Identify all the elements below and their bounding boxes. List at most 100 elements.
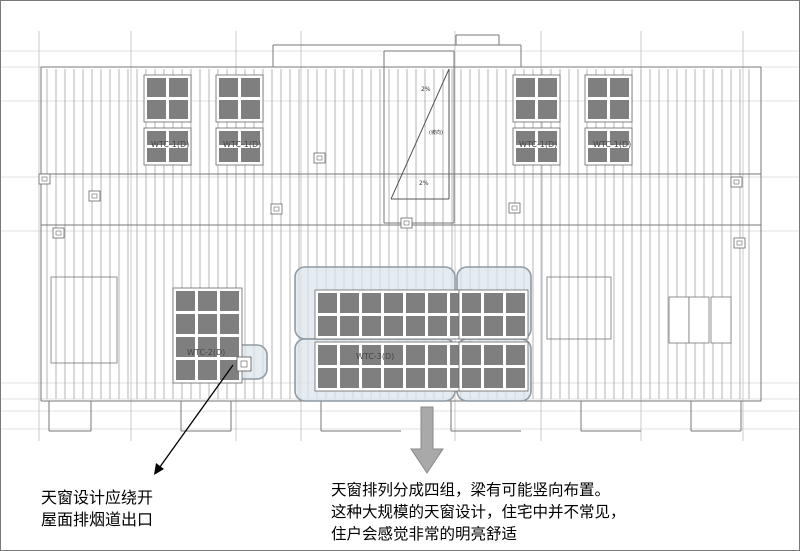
skylight-pane [219, 148, 238, 162]
skylight-label-5: WTC-2(D) [187, 348, 225, 357]
skylight-pane [538, 100, 557, 119]
vent-inner [41, 176, 48, 182]
skylight-pane [384, 316, 403, 336]
skylight-pane [220, 337, 239, 357]
skylight-pane [484, 293, 503, 313]
skylight-pane [362, 316, 381, 336]
skylight-pane [241, 131, 260, 145]
left-pointer-arrowhead [154, 463, 164, 475]
skylight-pane [362, 293, 381, 313]
skylight-pane [610, 148, 629, 162]
skylight-pane [428, 368, 447, 388]
skylight-pane [588, 131, 607, 145]
skylight-label-2: WTC-1(D) [223, 140, 261, 149]
skylight-pane [406, 316, 425, 336]
skylight-pane [516, 131, 535, 145]
skylight-pane [538, 78, 557, 97]
skylight-pane [588, 100, 607, 119]
side-panel [688, 296, 710, 344]
slope-label-bottom: 2% [419, 180, 429, 187]
skylight-pane [484, 316, 503, 336]
left-pointer-line [156, 364, 234, 472]
skylight-pane [219, 78, 238, 97]
slope-label-top: 2% [421, 86, 431, 93]
skylight-pane [610, 131, 629, 145]
skylight-pane [506, 293, 525, 313]
skylight-label-4: WTC-1(D) [593, 140, 631, 149]
skylight-pane [219, 131, 238, 145]
skylight-pane [516, 100, 535, 119]
skylight-pane [428, 293, 447, 313]
skylight-pane [610, 100, 629, 119]
skylight-pane [506, 368, 525, 388]
skylight-pane [462, 293, 481, 313]
skylight-pane [241, 148, 260, 162]
skylight-label-1: WTC-1(D) [151, 140, 189, 149]
skylight-label-3: WTC-1(D) [519, 140, 557, 149]
vent-inner [91, 193, 98, 199]
skylight-pane [169, 148, 188, 162]
skylight-pane [176, 314, 195, 334]
annotation-left-line-2: 屋面排烟道出口 [41, 510, 154, 529]
vent-inner [55, 230, 62, 236]
skylight-pane [340, 293, 359, 313]
skylight-pane [169, 131, 188, 145]
callout-arrows [154, 364, 444, 475]
vent-inner [511, 205, 518, 211]
skylight-pane [506, 316, 525, 336]
vent-inner [733, 179, 740, 185]
skylight-pane [462, 345, 481, 365]
skylight-pane [384, 345, 403, 365]
skylight-pane [169, 78, 188, 97]
annotation-right: 天窗排列分成四组，梁有可能竖向布置。 这种大规模的天窗设计，住宅中并不常见， 住… [331, 479, 626, 545]
skylight-pane [340, 368, 359, 388]
skylight-pane [219, 100, 238, 119]
stair-box-left [50, 276, 118, 364]
skylight-pane [428, 345, 447, 365]
skylight-pane [462, 316, 481, 336]
vent-inner [736, 240, 743, 246]
skylight-pane [538, 131, 557, 145]
skylight-pane [484, 345, 503, 365]
annotation-left: 天窗设计应绕开 屋面排烟道出口 [41, 487, 211, 531]
skylight-pane [169, 100, 188, 119]
skylight-pane [176, 360, 195, 380]
skylight-pane [484, 368, 503, 388]
skylight-pane [318, 293, 337, 313]
side-panel [668, 296, 690, 344]
skylight-pane [462, 368, 481, 388]
skylight-pane [406, 293, 425, 313]
slope-diagonal [390, 68, 450, 200]
skylight-pane [506, 345, 525, 365]
skylight-pane [198, 360, 217, 380]
skylight-pane [176, 337, 195, 357]
annotation-right-line-2: 这种大规模的天窗设计，住宅中并不常见， [331, 503, 626, 521]
skylight-pane [241, 78, 260, 97]
skylight-pane [220, 291, 239, 311]
smoke-outlet-inner [240, 360, 248, 368]
skylight-pane [147, 131, 166, 145]
skylight-pane [516, 78, 535, 97]
skylight-pane [362, 345, 381, 365]
skylight-pane [588, 148, 607, 162]
stair-box-right [546, 276, 612, 340]
skylight-pane [384, 368, 403, 388]
skylight-pane [406, 368, 425, 388]
skylight-pane [176, 291, 195, 311]
skylight-pane [588, 78, 607, 97]
skylight-pane [147, 100, 166, 119]
vent-inner [316, 155, 323, 161]
annotation-right-line-1: 天窗排列分成四组，梁有可能竖向布置。 [331, 481, 611, 499]
vent-inner [403, 220, 410, 226]
skylight-pane [538, 148, 557, 162]
skylight-label-6: WTC-3(D) [356, 352, 394, 361]
skylight-pane [147, 78, 166, 97]
slope-direction-note: (坡向) [429, 129, 443, 136]
annotation-left-line-1: 天窗设计应绕开 [41, 488, 154, 507]
annotation-right-line-3: 住户会感觉非常的明亮舒适 [331, 525, 518, 543]
skylight-pane [198, 291, 217, 311]
skylight-pane [406, 345, 425, 365]
skylight-windows [143, 74, 633, 392]
